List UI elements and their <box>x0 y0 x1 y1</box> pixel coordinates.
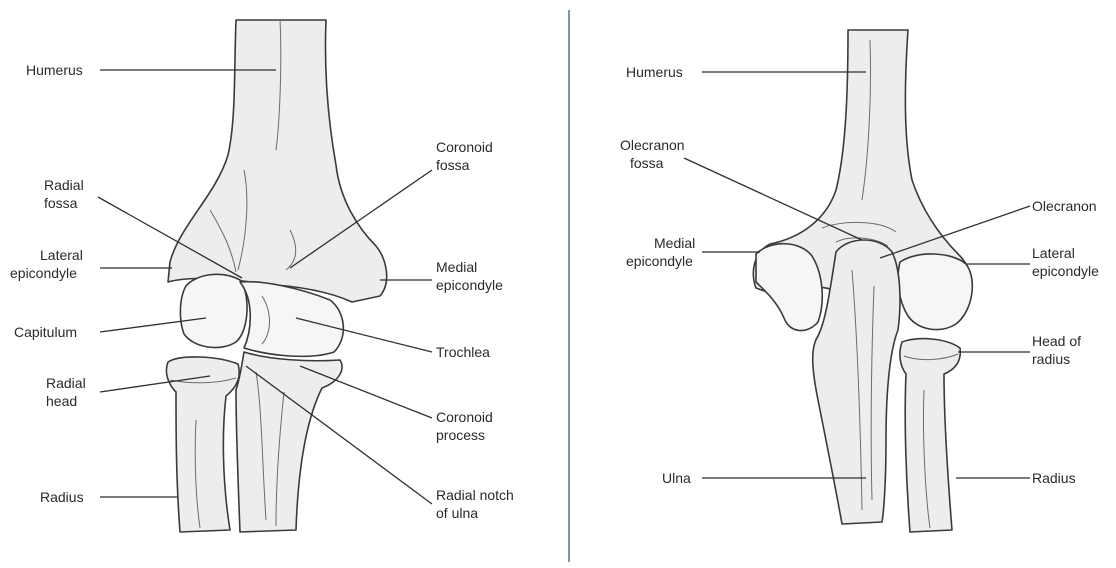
label-radial-notch: Radial notch of ulna <box>436 487 518 521</box>
label-radial-fossa: Radial fossa <box>44 177 88 211</box>
anterior-humerus-bone <box>168 20 387 302</box>
label-capitulum: Capitulum <box>14 324 77 340</box>
label-lateral-epicondyle-posterior: Lateral epicondyle <box>1032 245 1099 279</box>
label-humerus-posterior: Humerus <box>626 64 683 80</box>
anterior-ulna-bone <box>236 352 342 532</box>
label-coronoid-fossa: Coronoid fossa <box>436 139 497 173</box>
label-head-of-radius: Head of radius <box>1032 333 1085 367</box>
posterior-lateral-epicondyle-bone <box>898 254 972 330</box>
label-radius-posterior: Radius <box>1032 470 1076 486</box>
label-olecranon: Olecranon <box>1032 198 1097 214</box>
label-lateral-epicondyle-anterior: Lateral epicondyle <box>10 247 87 281</box>
label-ulna: Ulna <box>662 470 691 486</box>
posterior-radius-bone <box>900 339 960 532</box>
label-coronoid-process: Coronoid process <box>436 409 497 443</box>
label-radius-anterior: Radius <box>40 489 84 505</box>
label-medial-epicondyle-anterior: Medial epicondyle <box>436 259 503 293</box>
label-medial-epicondyle-posterior: Medial epicondyle <box>626 235 699 269</box>
label-humerus-anterior: Humerus <box>26 62 83 78</box>
label-olecranon-fossa: Olecranon fossa <box>620 137 688 171</box>
capitulum-bone <box>180 274 247 347</box>
anterior-view: Humerus Coronoid fossa Radial fossa Late… <box>10 20 518 532</box>
label-radial-head: Radial head <box>46 375 90 409</box>
posterior-view: Humerus Olecranon fossa Olecranon Medial… <box>620 30 1099 532</box>
posterior-medial-epicondyle-bone <box>756 244 822 331</box>
label-trochlea: Trochlea <box>436 344 490 360</box>
